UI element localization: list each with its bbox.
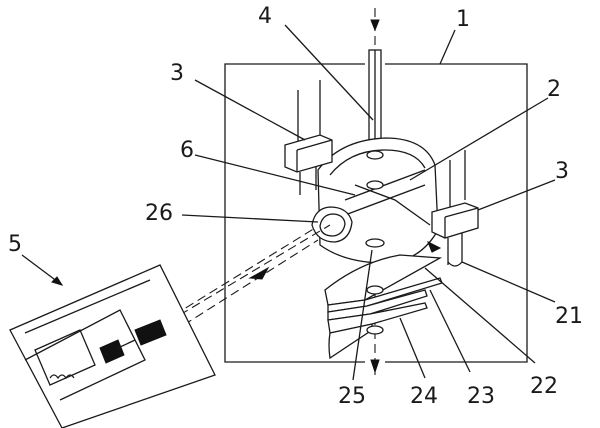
label-1: 1 — [456, 7, 470, 32]
label-5-arrow — [21, 254, 64, 286]
label-24: 24 — [410, 384, 438, 409]
label-4: 4 — [258, 4, 272, 29]
leader-lines — [181, 24, 556, 381]
label-3-right: 3 — [555, 159, 569, 184]
label-5: 5 — [8, 232, 22, 257]
label-25: 25 — [338, 384, 366, 409]
source-block-small — [99, 339, 125, 364]
arrow-small-right — [427, 240, 442, 253]
label-21: 21 — [555, 304, 583, 329]
window-26 — [311, 206, 353, 243]
arrow-down-bottom — [370, 359, 380, 374]
label-23: 23 — [467, 384, 495, 409]
label-2: 2 — [547, 77, 561, 102]
source-assembly-5 — [9, 264, 216, 428]
label-22: 22 — [530, 374, 558, 399]
chamber-2 — [317, 137, 439, 264]
electrode-3-right — [431, 150, 479, 267]
label-3-left: 3 — [170, 61, 184, 86]
frame-1 — [224, 63, 528, 363]
arrow-down-top — [370, 19, 380, 32]
label-26: 26 — [145, 201, 173, 226]
source-block-large — [134, 319, 167, 346]
arrow-beam — [248, 266, 270, 280]
electrode-3-left — [284, 80, 333, 195]
plates-22-23-24 — [324, 254, 443, 360]
label-6: 6 — [180, 138, 194, 163]
